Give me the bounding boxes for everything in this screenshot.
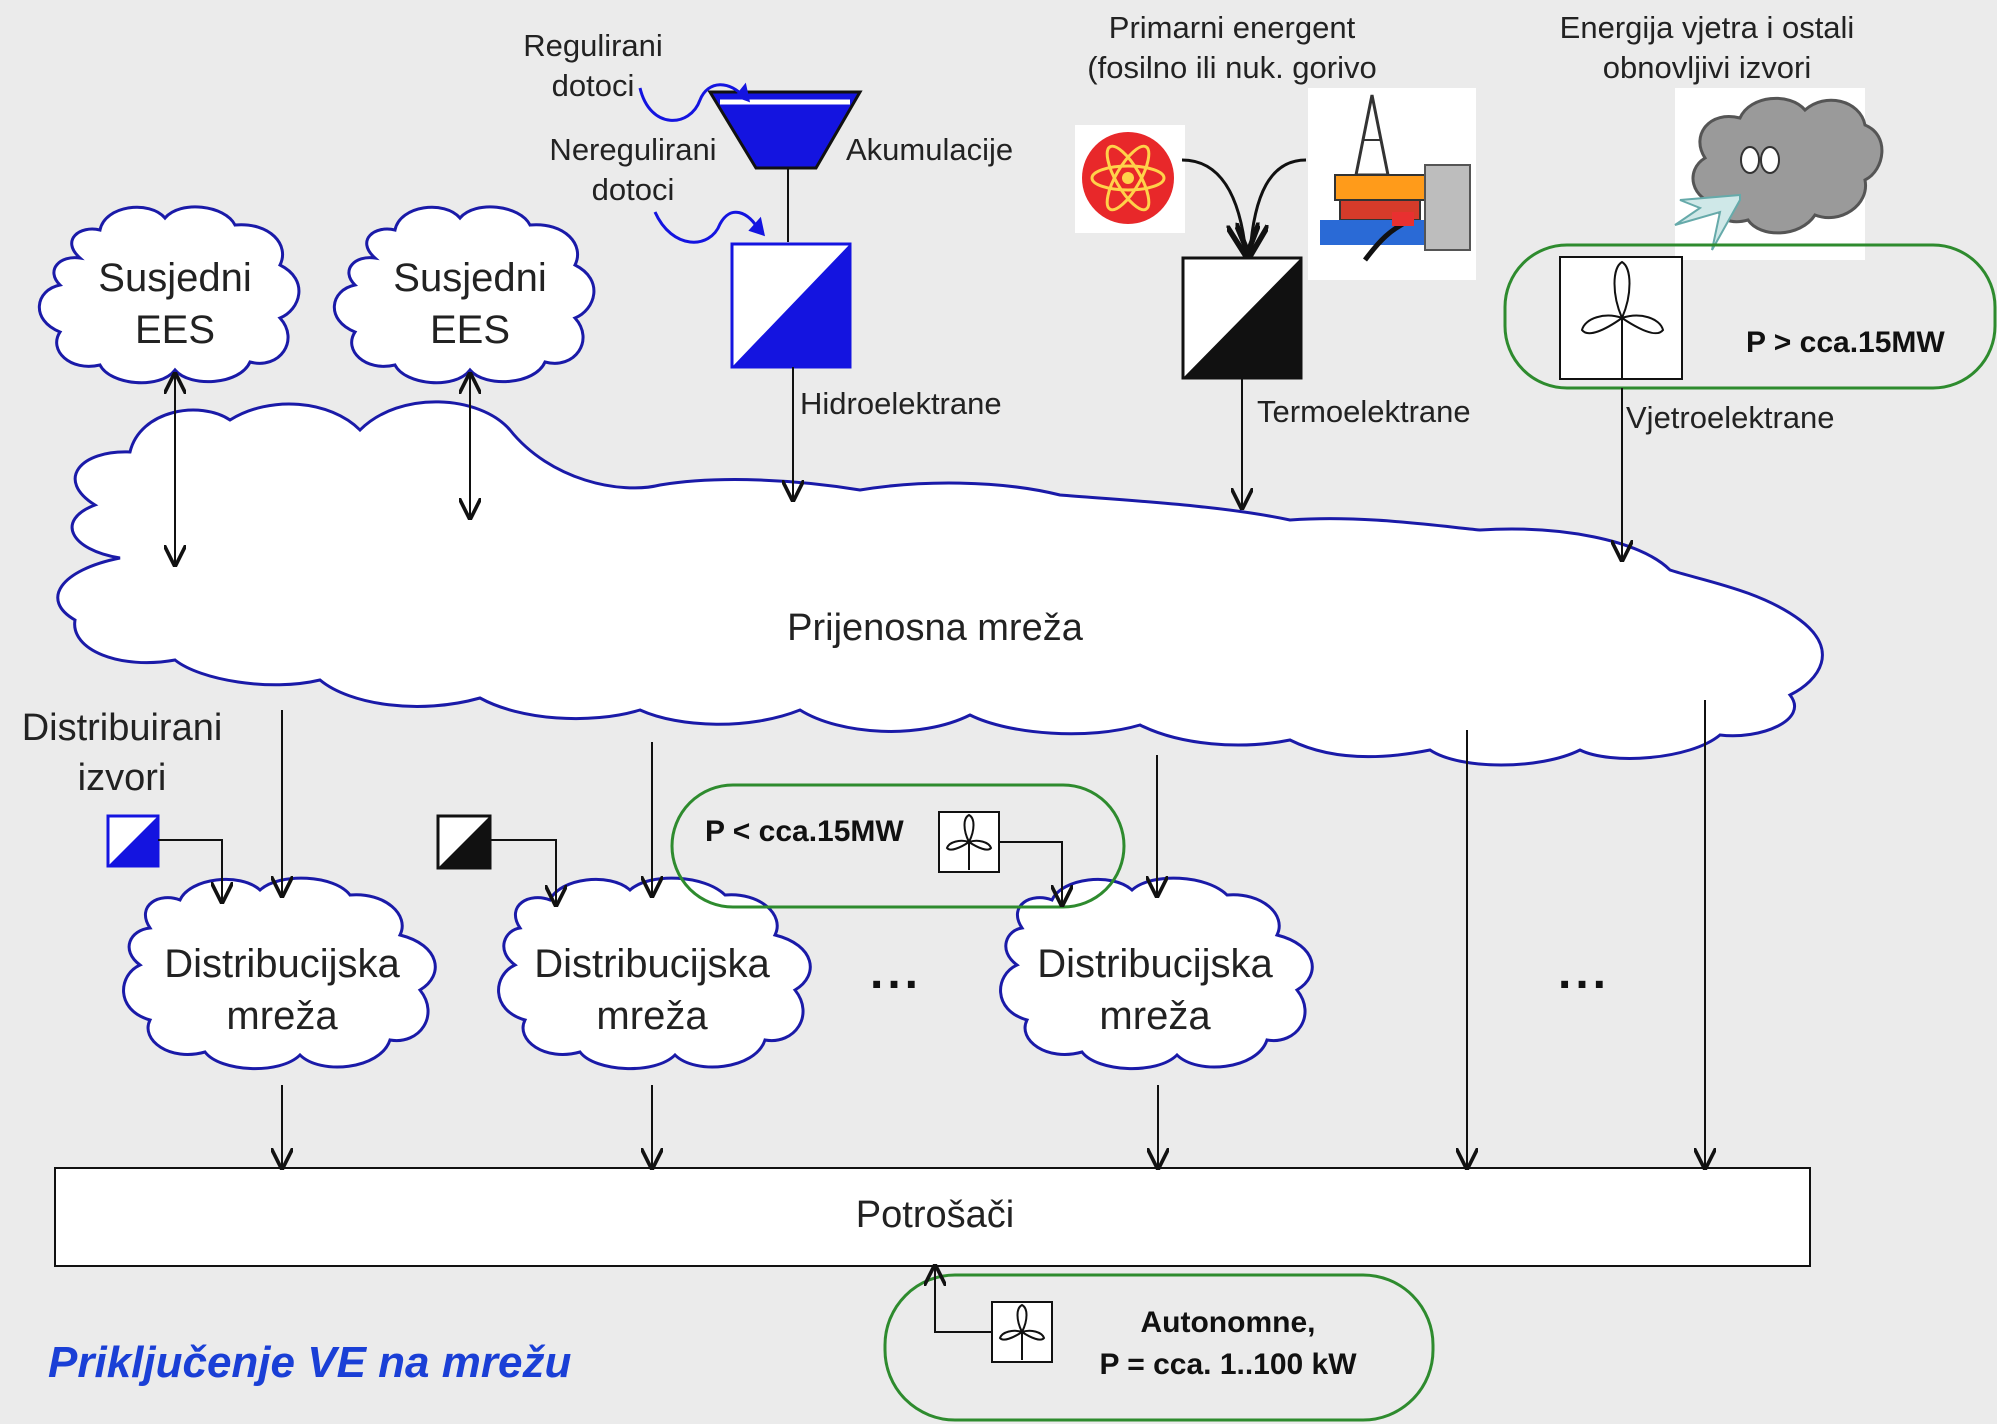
thermal-plant-icon [1181, 256, 1303, 380]
transmission-network-cloud [56, 400, 1824, 767]
neighbor-ees-cloud-1 [37, 205, 301, 385]
reservoir-icon [707, 90, 863, 170]
hydro-plant-icon [730, 242, 852, 369]
distribution-cloud-3 [999, 876, 1314, 1071]
wind-turbine-icon [991, 1301, 1053, 1363]
p-small-label: P < cca.15MW [705, 815, 904, 848]
large-wind-region [1503, 243, 1997, 390]
wind-cloud-icon [1674, 88, 1884, 260]
oil-rig-icon [1308, 88, 1476, 280]
small-wind-region [670, 783, 1126, 909]
vjetroelektrane-label: Vjetroelektrane [1626, 400, 1835, 435]
consumers-box [54, 1167, 1811, 1267]
distributed-thermal-icon [436, 814, 492, 870]
autonomne-label: Autonomne,P = cca. 1..100 kW [1099, 1306, 1357, 1381]
akumulacije-label: Akumulacije [846, 132, 1014, 167]
footer-title: Priključenje VE na mrežu [48, 1338, 572, 1387]
autonomous-wind-region [883, 1273, 1435, 1422]
p-large-label: P > cca.15MW [1746, 326, 1945, 359]
consumers-label: Potrošači [855, 1194, 1015, 1236]
neighbor-ees-cloud-2 [332, 205, 596, 385]
ellipsis-1: ... [870, 946, 923, 999]
water-wave-icon [638, 82, 766, 244]
atom-icon [1075, 125, 1185, 233]
wind-turbine-icon [938, 811, 1000, 873]
primarni-energent-label: Primarni energent(fosilno ili nuk. goriv… [1087, 10, 1377, 85]
termoelektrane-label: Termoelektrane [1257, 394, 1471, 429]
wind-turbine-icon [1559, 256, 1683, 380]
hidroelektrane-label: Hidroelektrane [800, 386, 1002, 421]
transmission-network-label: Prijenosna mreža [787, 607, 1083, 649]
ellipsis-2: ... [1558, 946, 1611, 999]
distributed-hydro-icon [106, 814, 160, 868]
distribution-cloud-2 [497, 876, 812, 1071]
distribution-cloud-1 [122, 876, 437, 1071]
